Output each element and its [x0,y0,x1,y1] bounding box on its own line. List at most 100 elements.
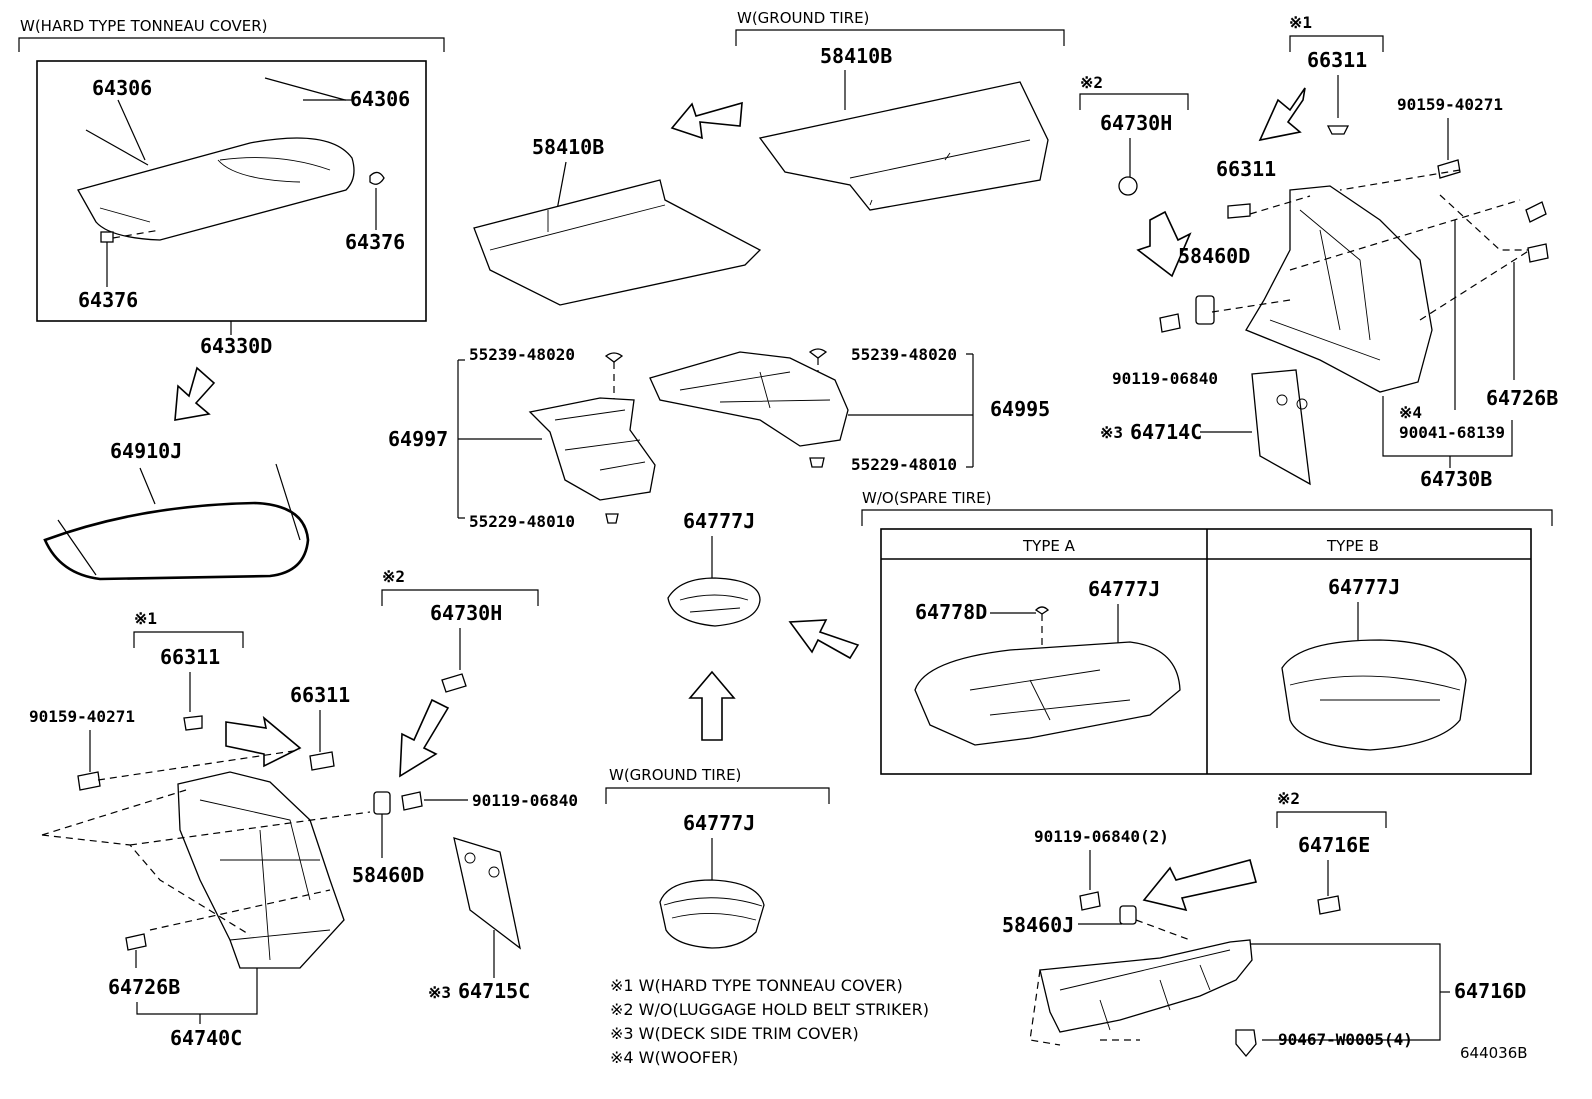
label-90119-06840-2: 90119-06840(2) [1034,827,1169,846]
bolt-right-1 [1525,201,1547,223]
tray-64777J-type-b [1281,639,1467,751]
label-64730H-left: 64730H [430,601,502,625]
bolt-90159-left [77,771,101,791]
fastener-64730H-top [1118,176,1138,196]
tray-64777J-center [667,577,761,627]
center-tray-64777J: 64777J [667,509,860,741]
label-64726B-left: 64726B [108,975,180,999]
label-64716D: 64716D [1454,979,1526,1003]
cord-left [85,129,149,166]
cord-right [264,77,346,101]
legend-note-1: ※1 W(HARD TYPE TONNEAU COVER) [610,976,903,995]
label-90159-40271-left: 90159-40271 [29,707,135,726]
clip-64376-right [369,171,385,185]
bolt-64726B-left [125,933,147,951]
label-64777J-type-b: 64777J [1328,575,1400,599]
clip-55229-left [605,513,619,524]
tray-64777J-type-a [914,641,1181,746]
label-58460D-top: 58460D [1178,244,1250,268]
mark-note2-top: ※2 [1080,73,1103,92]
label-64740C: 64740C [170,1026,242,1050]
bracket-58460D-left [373,791,391,815]
header-type-a: TYPE A [1022,537,1076,555]
clip-66311-left-a [183,715,203,731]
frame-spare-tire [880,528,1532,775]
label-55229-48010-left: 55229-48010 [469,512,575,531]
label-55239-48020-right: 55239-48020 [851,345,957,364]
tray-64997 [528,397,656,501]
label-64995: 64995 [990,397,1050,421]
panel-64716D [1039,939,1253,1033]
label-58410B-top: 58410B [820,44,892,68]
mark-note2-right: ※2 [1277,789,1300,808]
label-64306-right: 64306 [350,87,410,111]
label-64714C: 64714C [1130,420,1202,444]
header-ground-tire-top: W(GROUND TIRE) [737,9,869,27]
label-66311-mid: 66311 [1216,157,1276,181]
quarter-trim-64740C [177,771,345,969]
quarter-trim-64730B [1245,185,1433,393]
clip-64778D [1034,606,1050,615]
clip-66311-top [1326,125,1350,135]
legend-note-2: ※2 W/O(LUGGAGE HOLD BELT STRIKER) [610,1000,929,1019]
cover-64714C [1251,369,1311,486]
label-66311-left-a: 66311 [160,645,220,669]
arrow-right-4 [225,715,302,768]
label-90119-06840-top: 90119-06840 [1112,369,1218,388]
fastener-64730H-left [441,673,467,693]
deck-board-58410B-lower [473,179,762,306]
mark-note3-left: ※3 [428,983,451,1002]
label-64376-left: 64376 [78,288,138,312]
arrow-down-left-2 [1258,87,1306,142]
trim-left-group: ※1 66311 90159-40271 66311 64726B 64740C [29,609,371,1050]
label-64778D: 64778D [915,600,987,624]
clip-66311-mid [1227,203,1251,219]
bolt-90119-2 [1079,891,1101,911]
label-55229-48010-right: 55229-48010 [851,455,957,474]
legend-note-4: ※4 W(WOOFER) [610,1048,738,1067]
spare-tire-group: W/O(SPARE TIRE) TYPE A TYPE B 64778D 647… [861,489,1553,775]
label-90159-40271-top: 90159-40271 [1397,95,1503,114]
label-58460D-left: 58460D [352,863,424,887]
label-90041-68139: 90041-68139 [1399,423,1505,442]
label-64777J-center: 64777J [683,509,755,533]
deck-board-group: W(GROUND TIRE) 58410B 58410B [473,9,1065,306]
clip-55239-right [808,348,828,359]
arrow-down-left-1 [174,366,216,421]
trim-right-group: ※1 66311 90159-40271 ※2 64730H 66311 584… [1079,13,1558,491]
label-64777J-ground: 64777J [683,811,755,835]
arrow-left-deck [670,101,743,140]
mark-note4: ※4 [1399,403,1422,422]
label-64997: 64997 [388,427,448,451]
rear-panel-group: 90119-06840(2) 58460J ※2 64716E 64716D 9… [1002,789,1528,1062]
arrow-left-6 [1142,859,1257,912]
clip-55229-right [809,457,825,468]
ground-tire-tray-group: W(GROUND TIRE) 64777J [605,766,830,949]
bracket-tonneau [18,37,445,52]
diagram-code: 644036B [1460,1044,1528,1062]
arrow-up-from-ground-tire [688,670,736,741]
tonneau-cover-board [77,137,355,241]
label-90119-06840-left: 90119-06840 [472,791,578,810]
bolt-64716E [1317,895,1341,915]
weatherstrip-64910J [43,501,310,581]
label-66311-left-b: 66311 [290,683,350,707]
bolt-90159-top [1437,159,1461,179]
legend: ※1 W(HARD TYPE TONNEAU COVER) ※2 W/O(LUG… [610,976,929,1067]
weatherstrip-group: 64910J [43,439,310,581]
bolt-90119-left [401,791,423,811]
bracket-58460D-top [1195,295,1215,325]
header-ground-tire-bottom: W(GROUND TIRE) [609,766,741,784]
label-64910J: 64910J [110,439,182,463]
deck-board-58410B-top [758,81,1049,211]
header-hard-type-tonneau-cover: W(HARD TYPE TONNEAU COVER) [20,17,268,35]
clip-66311-left-b [309,751,335,771]
tray-64777J-ground [659,879,765,949]
cover-64715C [453,837,521,950]
header-wo-spare-tire: W/O(SPARE TIRE) [862,489,991,507]
trim-fasteners-left: ※2 64730H 58460D 90119-06840 ※3 64715C [352,567,578,1003]
clip-55239-left [604,352,624,363]
label-64777J-type-a: 64777J [1088,577,1160,601]
legend-note-3: ※3 W(DECK SIDE TRIM COVER) [610,1024,859,1043]
